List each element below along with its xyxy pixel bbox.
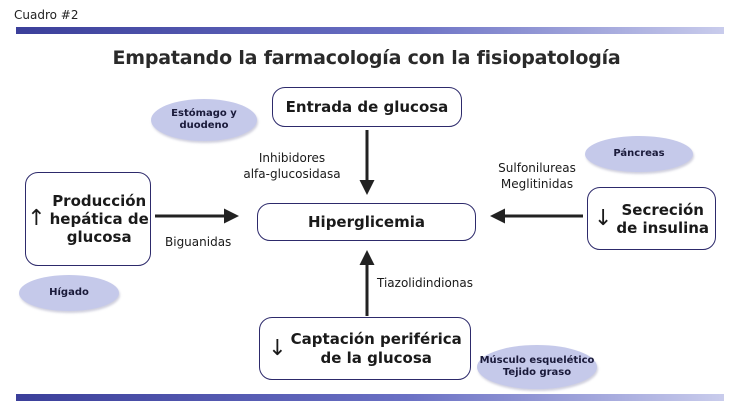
drug-sulfonilureas: Sulfonilureas Meglitinidas	[498, 161, 576, 192]
organ-higado: Hígado	[19, 275, 119, 311]
box-right-label: Secreción de insulina	[616, 200, 710, 237]
box-entrada-glucosa: Entrada de glucosa	[272, 87, 462, 127]
top-divider-bar	[16, 27, 724, 34]
box-produccion-hepatica: ↑ Producción hepática de glucosa	[25, 172, 151, 266]
bottom-divider-bar	[16, 394, 724, 401]
box-hiperglicemia: Hiperglicemia	[257, 203, 476, 241]
box-secrecion-insulina: ↓ Secreción de insulina	[587, 187, 716, 250]
diagram-title: Empatando la farmacología con la fisiopa…	[112, 47, 621, 69]
down-arrow-icon: ↓	[268, 335, 287, 361]
center-label: Hiperglicemia	[308, 213, 425, 231]
box-left-label: Producción hepática de glucosa	[49, 192, 149, 246]
box-top-label: Entrada de glucosa	[285, 98, 449, 116]
up-arrow-icon: ↑	[27, 206, 46, 231]
organ-musculo-tejido: Músculo esquelético Tejido graso	[477, 345, 597, 389]
drug-inhibidores: Inhibidores alfa-glucosidasa	[243, 151, 341, 182]
organ-estomago-duodeno: Estómago y duodeno	[151, 99, 257, 141]
drug-tiazolidindionas: Tiazolidindionas	[377, 276, 474, 290]
figure-label: Cuadro #2	[14, 8, 79, 22]
drug-biguanidas: Biguanidas	[165, 235, 232, 249]
box-captacion-periferica: ↓ Captación periférica de la glucosa	[259, 317, 471, 380]
down-arrow-icon: ↓	[593, 205, 613, 231]
box-bottom-label: Captación periférica de la glucosa	[290, 329, 462, 367]
organ-pancreas: Páncreas	[585, 136, 693, 172]
